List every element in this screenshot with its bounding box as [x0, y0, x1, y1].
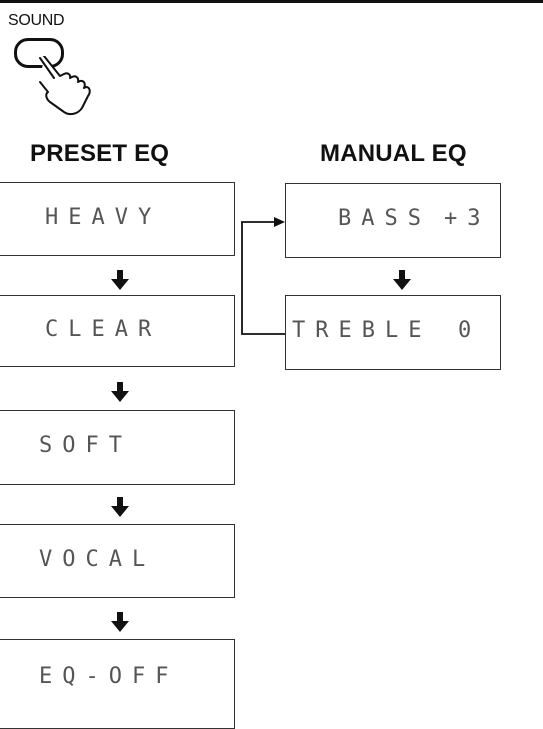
sound-button-label: SOUND — [8, 12, 65, 29]
preset-mode-label: SOFT — [39, 433, 132, 458]
preset-mode-label: CLEAR — [45, 317, 162, 342]
manual-param-name: TREBLE — [292, 318, 432, 343]
manual-param-value: 0 — [458, 318, 482, 343]
manual-eq-heading: MANUAL EQ — [320, 140, 467, 167]
preset-eq-heading: PRESET EQ — [30, 140, 170, 167]
preset-display-soft: SOFT — [0, 410, 235, 485]
manual-display-bass: BASS +3 — [285, 183, 501, 258]
preset-display-clear: CLEAR — [0, 295, 235, 367]
down-arrow-icon — [393, 270, 411, 290]
down-arrow-icon — [111, 612, 129, 632]
down-arrow-icon — [111, 497, 129, 517]
hand-press-icon — [39, 56, 91, 116]
down-arrow-icon — [111, 270, 129, 290]
preset-display-vocal: VOCAL — [0, 524, 235, 598]
manual-param-value: +3 — [444, 206, 491, 231]
top-border — [0, 0, 543, 3]
preset-mode-label: EQ-OFF — [39, 664, 179, 689]
manual-display-treble: TREBLE 0 — [285, 295, 501, 370]
preset-mode-label: HEAVY — [45, 205, 162, 230]
manual-param-name: BASS — [338, 206, 431, 231]
preset-display-heavy: HEAVY — [0, 182, 235, 256]
sound-button[interactable] — [14, 38, 64, 68]
down-arrow-icon — [111, 382, 129, 402]
preset-display-eq-off: EQ-OFF — [0, 639, 235, 729]
loop-arrow-icon — [241, 217, 285, 335]
preset-mode-label: VOCAL — [39, 547, 156, 572]
